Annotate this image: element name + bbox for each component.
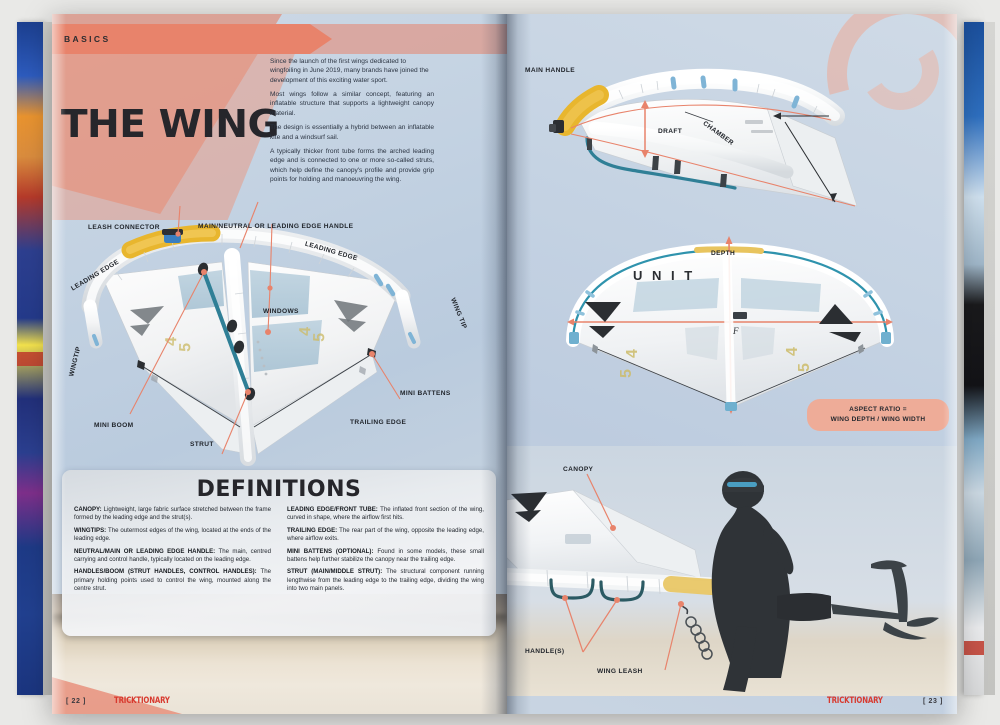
wing-diagram-depth-view: 4 5 4 5 F U N I T DEPTH — [529, 236, 929, 416]
footer-left: [ 22 ] TRICKTIONARY — [66, 696, 182, 706]
wing-diagram-side-view: MAIN HANDLE DRAFT CHAMBER — [525, 54, 935, 234]
page-right: MAIN HANDLE DRAFT CHAMBER — [507, 14, 957, 714]
definition-text: Found in some models, these small batten… — [287, 547, 484, 564]
definition-text: The primary holding points used to contr… — [74, 568, 271, 593]
aspect-ratio-badge: ASPECT RATIO = WING DEPTH / WING WIDTH — [807, 399, 949, 431]
section-tab-label: BASICS — [64, 34, 111, 44]
definition-term: LEADING EDGE/FRONT TUBE: — [287, 506, 378, 513]
page-number-left: [ 22 ] — [66, 697, 86, 705]
label-mini-boom: MINI BOOM — [94, 422, 134, 429]
label-leash-connector: LEASH CONNECTOR — [88, 224, 160, 231]
definition-text: The structural component running lengthw… — [287, 568, 485, 593]
svg-text:5: 5 — [177, 343, 194, 353]
definition-term: CANOPY: — [74, 506, 102, 513]
definition-text: The rear part of the wing, opposite the … — [287, 526, 484, 543]
definition-item: NEUTRAL/MAIN OR LEADING EDGE HANDLE: The… — [74, 548, 271, 565]
label-strut: STRUT — [190, 441, 214, 448]
svg-text:F: F — [732, 326, 739, 336]
label-canopy: CANOPY — [563, 466, 594, 473]
definition-item: MINI BATTENS (OPTIONAL): Found in some m… — [287, 548, 484, 565]
svg-text:5: 5 — [311, 333, 328, 343]
brand-logo-right: TRICKTIONARY — [827, 696, 883, 706]
definition-item: LEADING EDGE/FRONT TUBE: The inflated fr… — [287, 506, 484, 523]
background-magazine-left-secondary — [43, 22, 52, 695]
intro-text-block: Since the launch of the first wings dedi… — [270, 57, 434, 189]
svg-text:4: 4 — [624, 349, 641, 358]
intro-paragraph-4: A typically thicker front tube forms the… — [270, 147, 434, 183]
definition-term: STRUT (MAIN/MIDDLE STRUT): — [287, 568, 383, 576]
definitions-column-left: CANOPY: Lightweight, large fabric surfac… — [74, 506, 271, 598]
background-magazine-right-secondary — [984, 22, 995, 695]
wing-brand-text: U N I T — [633, 268, 696, 283]
label-trailing-edge: TRAILING EDGE — [350, 419, 407, 426]
svg-text:5: 5 — [618, 369, 635, 378]
label-depth: DEPTH — [711, 250, 736, 257]
section-tab-basics: BASICS — [64, 28, 111, 50]
definitions-title: DEFINITIONS — [196, 477, 362, 502]
background-magazine-left — [17, 22, 43, 695]
label-handles: HANDLE(S) — [525, 648, 565, 655]
definition-term: HANDLES/BOOM (STRUT HANDLES, CONTROL HAN… — [74, 568, 257, 576]
label-wing-leash: WING LEASH — [597, 668, 643, 675]
page-title: THE WING — [60, 102, 280, 146]
label-main-handle: MAIN/NEUTRAL OR LEADING EDGE HANDLE — [198, 223, 354, 230]
label-windows: WINDOWS — [263, 308, 299, 315]
aspect-ratio-line1: ASPECT RATIO = — [849, 406, 907, 413]
svg-text:4: 4 — [784, 347, 801, 356]
definitions-column-right: LEADING EDGE/FRONT TUBE: The inflated fr… — [287, 506, 484, 598]
label-main-handle-side: MAIN HANDLE — [525, 67, 576, 74]
definition-text: The outermost edges of the wing, located… — [74, 526, 271, 543]
definition-item: TRAILING EDGE: The rear part of the wing… — [287, 527, 484, 544]
definition-term: WINGTIPS: — [74, 526, 107, 534]
definition-item: WINGTIPS: The outermost edges of the win… — [74, 527, 271, 544]
intro-paragraph-2: Most wings follow a similar concept, fea… — [270, 91, 434, 117]
definition-text: The main, centred carrying and control h… — [74, 547, 271, 564]
svg-text:4: 4 — [297, 327, 314, 337]
definition-term: NEUTRAL/MAIN OR LEADING EDGE HANDLE: — [74, 547, 216, 555]
page-number-right: [ 23 ] — [923, 697, 943, 705]
aspect-ratio-line2: WING DEPTH / WING WIDTH — [830, 415, 926, 423]
definition-term: MINI BATTENS (OPTIONAL): — [287, 547, 374, 555]
definitions-panel: DEFINITIONS CANOPY: Lightweight, large f… — [62, 470, 496, 636]
intro-paragraph-1: Since the launch of the first wings dedi… — [270, 58, 429, 84]
svg-text:4: 4 — [163, 337, 180, 347]
salmon-header-band — [52, 24, 332, 54]
definition-item: HANDLES/BOOM (STRUT HANDLES, CONTROL HAN… — [74, 568, 271, 593]
definition-text: Lightweight, large fabric surface stretc… — [74, 506, 271, 522]
brand-logo-left: TRICKTIONARY — [113, 696, 170, 706]
definition-item: STRUT (MAIN/MIDDLE STRUT): The structura… — [287, 568, 484, 593]
wing-photo-with-rider: CANOPY HANDLE(S) WING LEASH — [507, 446, 957, 696]
intro-paragraph-3: The design is essentially a hybrid betwe… — [270, 124, 434, 141]
definition-term: TRAILING EDGE: — [287, 526, 338, 534]
footer-right: TRICKTIONARY [ 23 ] — [827, 696, 943, 706]
definition-text: The inflated front section of the wing, … — [287, 506, 485, 522]
svg-text:5: 5 — [796, 363, 813, 372]
background-magazine-right — [964, 22, 984, 695]
magazine-spread: BASICS THE WING Since the launch of the … — [52, 14, 957, 714]
label-mini-battens: MINI BATTENS — [400, 390, 451, 397]
label-draft: DRAFT — [658, 128, 683, 135]
definition-item: CANOPY: Lightweight, large fabric surfac… — [74, 506, 271, 523]
page-left: BASICS THE WING Since the launch of the … — [52, 14, 507, 714]
wing-diagram-front-view: 4 5 4 5 — [68, 201, 482, 466]
